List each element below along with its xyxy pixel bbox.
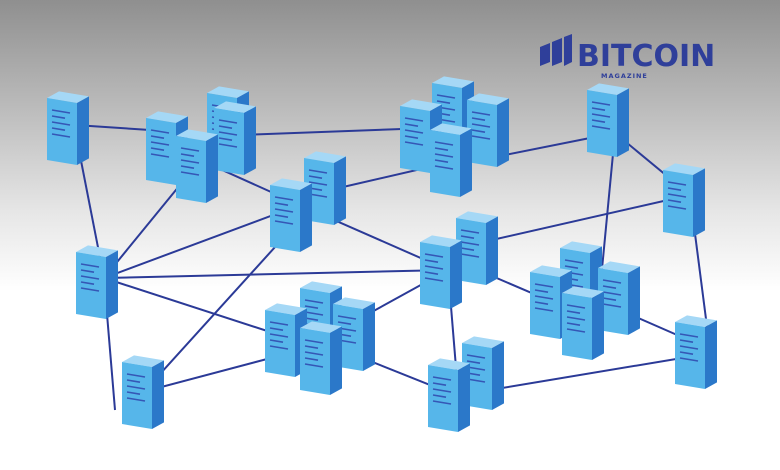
network-link bbox=[149, 224, 296, 386]
network-link bbox=[103, 204, 301, 279]
server-node bbox=[420, 235, 462, 309]
brand-logo: BITCOIN MAGAZINE bbox=[540, 34, 715, 80]
server-node bbox=[663, 163, 705, 237]
server-node bbox=[587, 83, 629, 157]
server-node bbox=[47, 91, 89, 165]
network-link bbox=[103, 277, 296, 341]
server-node bbox=[176, 129, 218, 203]
network-link bbox=[469, 194, 691, 246]
network-link bbox=[489, 354, 701, 391]
server-node bbox=[456, 211, 498, 285]
network-link bbox=[599, 132, 616, 291]
server-node bbox=[562, 286, 604, 360]
brand-name: BITCOIN bbox=[577, 39, 715, 74]
server-node bbox=[300, 321, 342, 395]
server-node bbox=[214, 101, 256, 175]
server-node bbox=[270, 178, 312, 252]
server-node bbox=[122, 355, 164, 429]
server-node bbox=[675, 315, 717, 389]
server-node bbox=[76, 245, 118, 319]
bitcoin-magazine-logo-icon bbox=[540, 34, 572, 66]
network-link bbox=[103, 269, 449, 279]
server-nodes bbox=[47, 76, 717, 432]
server-node bbox=[467, 93, 509, 167]
server-node bbox=[428, 358, 470, 432]
brand-subtitle: MAGAZINE bbox=[601, 72, 648, 80]
server-node bbox=[598, 261, 640, 335]
network-link bbox=[239, 127, 431, 136]
server-node bbox=[430, 123, 472, 197]
